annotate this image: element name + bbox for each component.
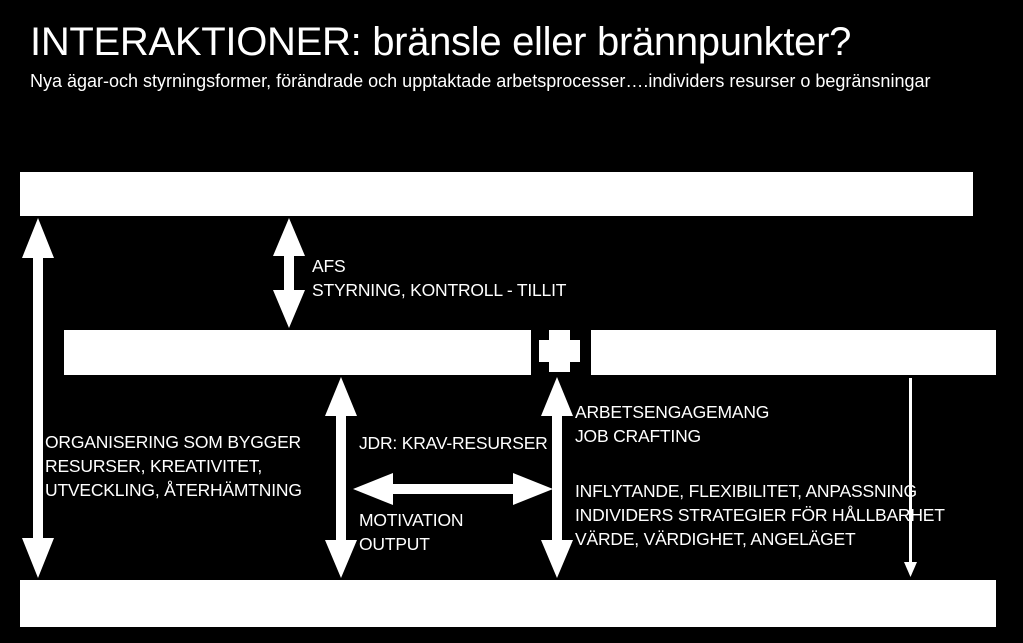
engagemang-label: ARBETSENGAGEMANG JOB CRAFTING: [575, 400, 769, 448]
jdr-label-text: JDR: KRAV-RESURSER: [359, 433, 548, 453]
plus-icon: [539, 330, 580, 372]
left-double-arrow: [22, 218, 54, 578]
motivation-double-arrow: [325, 377, 357, 578]
organisering-label-line-1: ORGANISERING SOM BYGGER: [45, 432, 301, 452]
jdr-label: JDR: KRAV-RESURSER: [359, 431, 548, 455]
jdr-horizontal-double-arrow: [353, 473, 553, 505]
top-level-bar: [20, 172, 973, 216]
engagemang-label-line-2: JOB CRAFTING: [575, 426, 701, 446]
afs-label-line-1: AFS: [312, 256, 346, 276]
middle-level-bar-right: [591, 330, 996, 375]
afs-double-arrow: [273, 218, 305, 328]
organisering-label-line-3: UTVECKLING, ÅTERHÄMTNING: [45, 480, 302, 500]
inflytande-label-line-3: VÄRDE, VÄRDIGHET, ANGELÄGET: [575, 529, 856, 549]
motivation-label-line-1: MOTIVATION: [359, 510, 464, 530]
motivation-label-line-2: OUTPUT: [359, 534, 430, 554]
afs-label-line-2: STYRNING, KONTROLL - TILLIT: [312, 280, 567, 300]
diagram-subtitle: Nya ägar-och styrningsformer, förändrade…: [30, 71, 931, 91]
afs-label: AFS STYRNING, KONTROLL - TILLIT: [312, 254, 566, 302]
right-single-arrow: [904, 378, 917, 577]
organisering-label-line-2: RESURSER, KREATIVITET,: [45, 456, 262, 476]
motivation-label: MOTIVATION OUTPUT: [359, 508, 463, 556]
inflytande-label-line-2: INDIVIDERS STRATEGIER FÖR HÅLLBARHET: [575, 505, 945, 525]
diagram-title: INTERAKTIONER: bränsle eller brännpunkte…: [30, 20, 852, 64]
inflytande-label: INFLYTANDE, FLEXIBILITET, ANPASSNING IND…: [575, 479, 945, 551]
organisering-label: ORGANISERING SOM BYGGER RESURSER, KREATI…: [45, 430, 302, 502]
engagemang-label-line-1: ARBETSENGAGEMANG: [575, 402, 770, 422]
bottom-level-bar: [20, 580, 996, 627]
engagement-double-arrow: [541, 377, 573, 578]
middle-level-bar-left: [64, 330, 531, 375]
inflytande-label-line-1: INFLYTANDE, FLEXIBILITET, ANPASSNING: [575, 481, 917, 501]
